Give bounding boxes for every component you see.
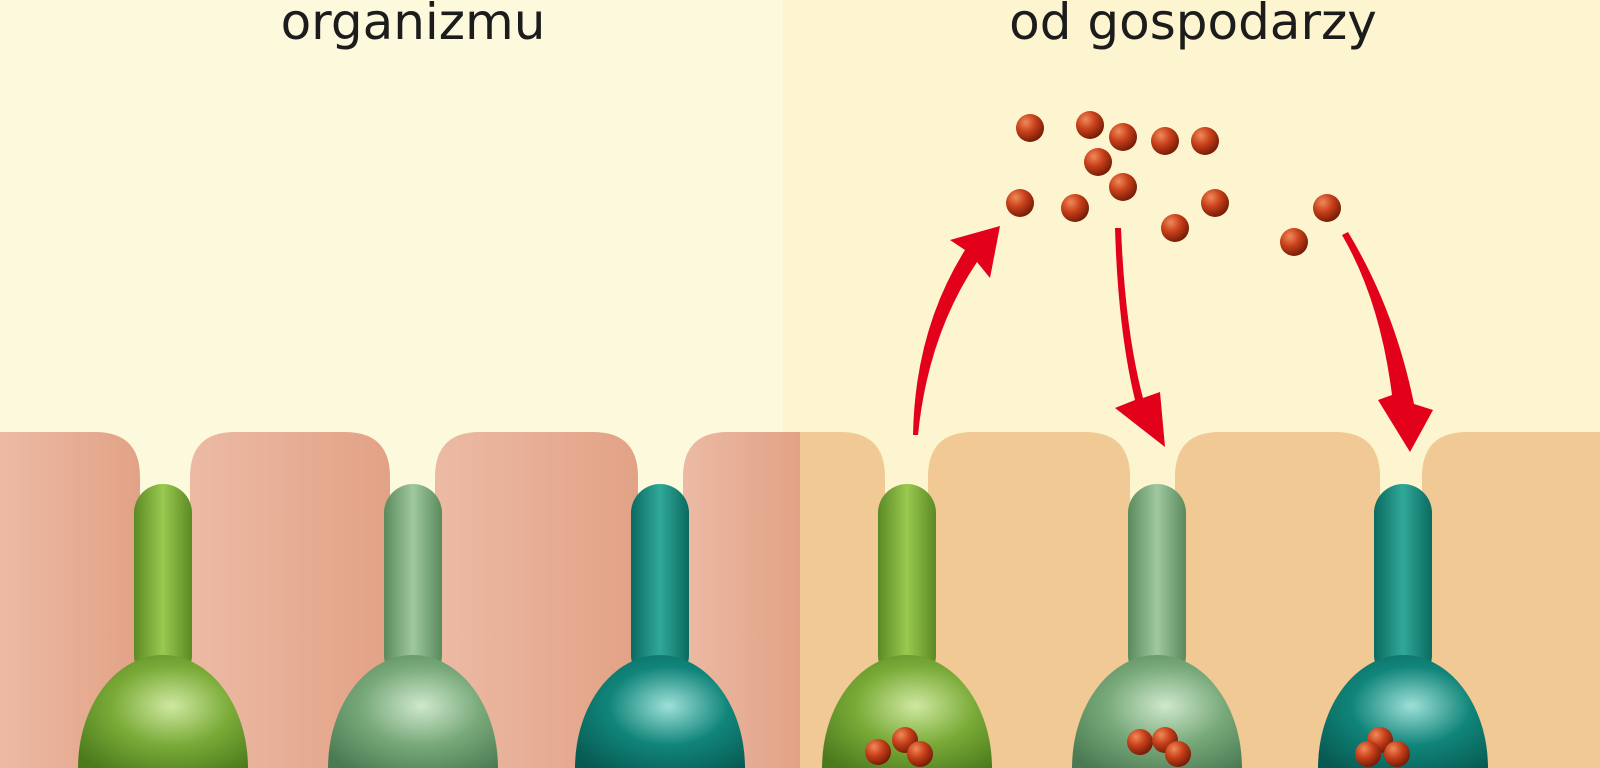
left-tissue <box>0 432 800 768</box>
cell-teal-left <box>575 484 745 768</box>
cell-sage-left <box>328 484 498 768</box>
goblet-cells <box>78 484 1488 768</box>
cell-green-left <box>78 484 248 768</box>
arrows <box>913 226 1433 452</box>
cell-green-right <box>822 484 992 768</box>
arrow-up-icon <box>913 226 1000 435</box>
cell-teal-right <box>1318 484 1488 768</box>
arrow-down-icon <box>1115 228 1165 447</box>
arrow-down-icon <box>1342 232 1433 452</box>
cell-sage-right <box>1072 484 1242 768</box>
left-panel-title: organizmu <box>280 0 546 51</box>
right-panel-title: od gospodarzy <box>1009 0 1377 51</box>
particles <box>865 111 1410 767</box>
